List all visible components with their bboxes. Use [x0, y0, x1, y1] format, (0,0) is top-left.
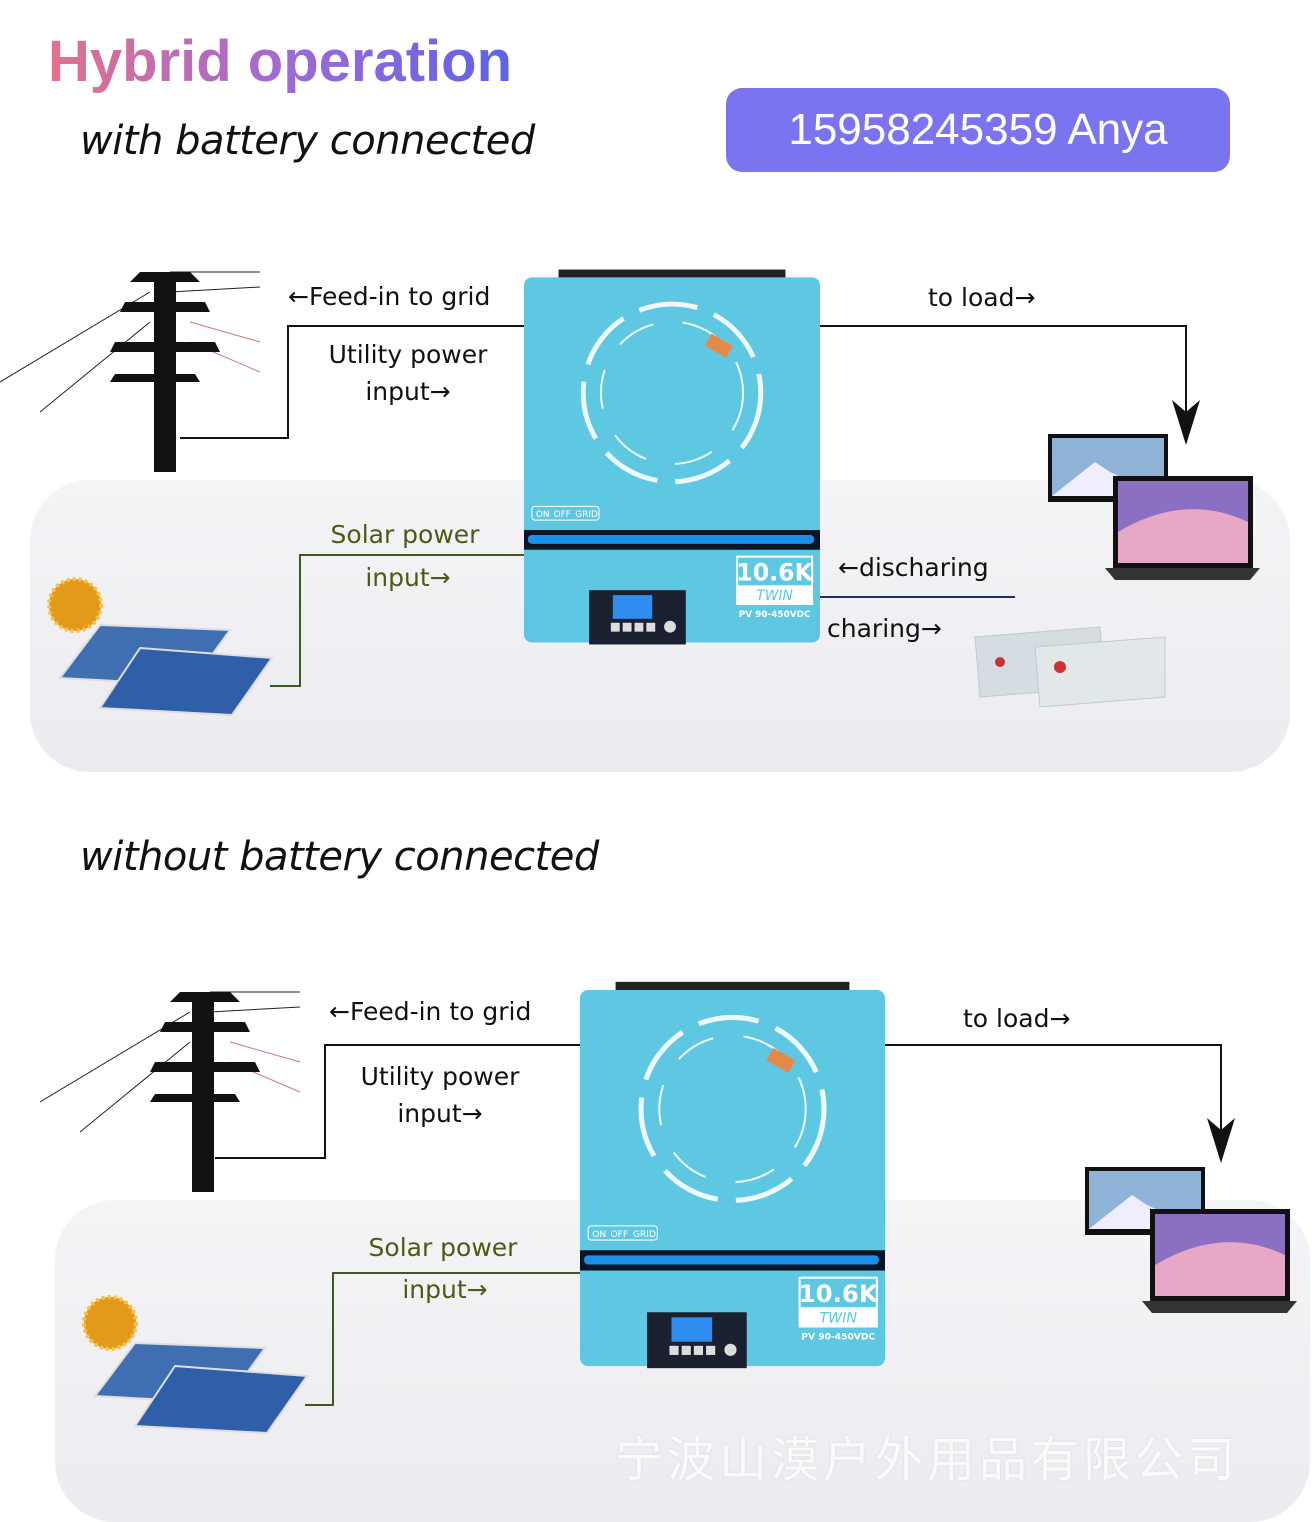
switch-off-label: OFF — [554, 510, 571, 520]
grid-line-1 — [180, 325, 524, 439]
battery-icon — [974, 626, 1166, 707]
inverter-device: ON OFF GRID 10.6K TWIN PV 90-450VDC — [524, 269, 820, 645]
feed-in-label: ←Feed-in to grid — [329, 997, 532, 1026]
discharging-label: ←discharing — [838, 553, 989, 582]
watermark: 宁波山漠户外用品有限公司 — [615, 1432, 1240, 1488]
utility-input-label-line2: input→ — [397, 1099, 483, 1128]
utility-input-label-line1: Utility power — [328, 340, 488, 369]
model-label: 10.6K — [799, 1279, 879, 1308]
contact-badge: 15958245359 Anya — [726, 88, 1230, 172]
solar-input-label-line1: Solar power — [368, 1233, 518, 1262]
series-label: TWIN — [819, 1310, 857, 1326]
switch-grid-label: GRID — [633, 1230, 656, 1240]
solar-input-label-line2: input→ — [365, 563, 451, 592]
to-load-label: to load→ — [963, 1004, 1071, 1033]
switch-off-label: OFF — [611, 1230, 629, 1240]
utility-input-label-line2: input→ — [365, 377, 451, 406]
arrow-head-1 — [1172, 400, 1200, 445]
section-subtitle-with-battery: with battery connected — [80, 118, 535, 164]
inverter-device: ON OFF GRID 10.6K TWIN PV 90-450VDC — [580, 981, 885, 1369]
tv-laptop-icon — [1085, 1167, 1297, 1313]
pv-range-label: PV 90-450VDC — [739, 610, 811, 620]
solar-line-2 — [305, 1272, 580, 1406]
grid-line-2 — [215, 1044, 580, 1159]
charging-label: charing→ — [827, 614, 942, 643]
solar-input-label-line1: Solar power — [330, 520, 480, 549]
switch-on-label: ON — [536, 510, 550, 520]
page-title: Hybrid operation — [48, 29, 513, 94]
solar-line-1 — [270, 554, 524, 687]
section-subtitle-without-battery: without battery connected — [80, 834, 599, 880]
solar-input-label-line2: input→ — [402, 1275, 488, 1304]
arrow-head-2 — [1207, 1118, 1235, 1163]
utility-input-label-line1: Utility power — [360, 1062, 520, 1091]
load-line-2 — [884, 1044, 1222, 1140]
tv-laptop-icon — [1048, 434, 1260, 580]
switch-grid-label: GRID — [575, 510, 598, 520]
solar-panel-icon — [82, 1295, 309, 1435]
solar-panel-icon — [47, 577, 274, 717]
utility-pole-icon — [40, 991, 301, 1192]
utility-pole-icon — [0, 271, 261, 472]
series-label: TWIN — [756, 588, 792, 604]
to-load-label: to load→ — [928, 283, 1036, 312]
switch-on-label: ON — [592, 1230, 606, 1240]
feed-in-label: ←Feed-in to grid — [288, 282, 491, 311]
model-label: 10.6K — [736, 558, 814, 586]
load-line-1 — [818, 325, 1187, 420]
pv-range-label: PV 90-450VDC — [801, 1333, 875, 1343]
